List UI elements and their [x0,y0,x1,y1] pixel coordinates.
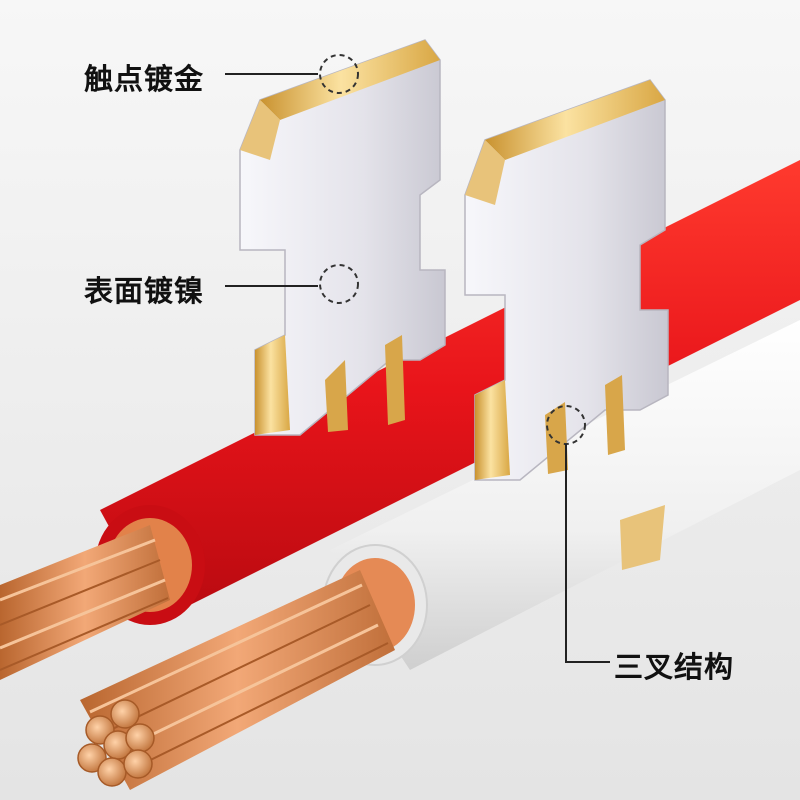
white-wire-copper-strands [77,570,395,790]
callout-surface-nickel-marker [225,264,359,304]
callout-label-tri-fork: 三叉结构 [614,650,735,684]
callout-label-surface-nickel: 表面镀镍 [84,274,205,308]
left-connector-blade [239,39,446,436]
right-connector-blade [464,79,669,570]
callout-label-contact-gold: 触点镀金 [84,62,205,96]
red-wire-copper-strands [0,525,170,680]
callout-tri-fork-marker [546,405,610,663]
callout-contact-gold-marker [225,54,359,94]
